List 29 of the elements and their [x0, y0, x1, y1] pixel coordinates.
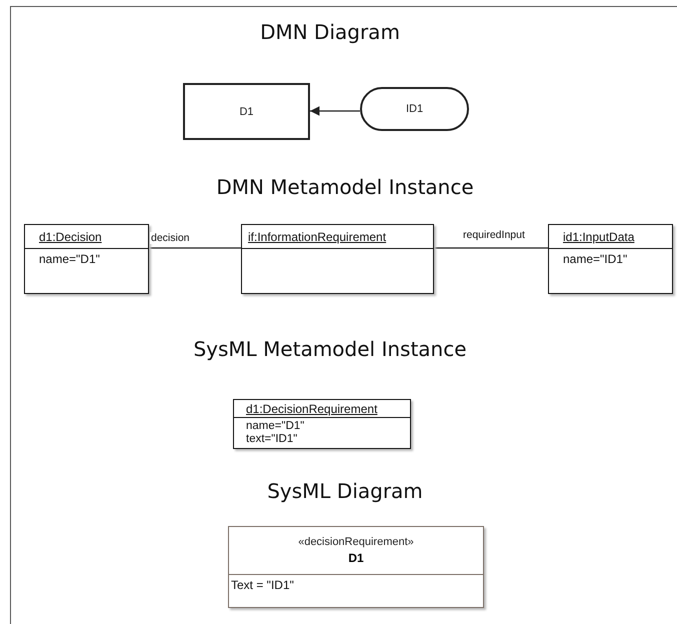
attribute-value: name="ID1": [563, 253, 628, 267]
object-instance-box: [241, 224, 434, 294]
instance-name: d1:DecisionRequirement: [246, 402, 378, 416]
input-data-shape: [360, 87, 469, 131]
decision-box: [183, 83, 310, 140]
object-instance-box: [24, 224, 149, 294]
stereotype: «decisionRequirement»: [298, 536, 414, 548]
section-heading: DMN Diagram: [260, 20, 400, 44]
attribute-value: text="ID1": [246, 433, 298, 446]
node-label: D1: [239, 106, 254, 118]
object-instance-box: [548, 224, 673, 294]
edge-label: requiredInput: [462, 229, 526, 241]
instance-name: d1:Decision: [39, 230, 102, 244]
section-heading: DMN Metamodel Instance: [216, 175, 474, 199]
attribute-value: name="D1": [246, 420, 306, 434]
block-name: D1: [348, 551, 364, 565]
object-instance-box: [233, 399, 411, 449]
section-heading: SysML Diagram: [267, 479, 423, 503]
section-heading: SysML Metamodel Instance: [193, 337, 467, 361]
association-line: [434, 247, 548, 249]
association-line: [149, 247, 241, 249]
attribute-value: name="D1": [39, 253, 101, 267]
requirement-block: [228, 526, 484, 608]
node-label: ID1: [406, 103, 424, 115]
instance-name: id1:InputData: [563, 230, 634, 244]
edge-label: decision: [150, 232, 191, 244]
arrow: [310, 106, 360, 116]
instance-name: if:InformationRequirement: [248, 230, 386, 244]
attribute-value: Text = "ID1": [231, 579, 295, 593]
